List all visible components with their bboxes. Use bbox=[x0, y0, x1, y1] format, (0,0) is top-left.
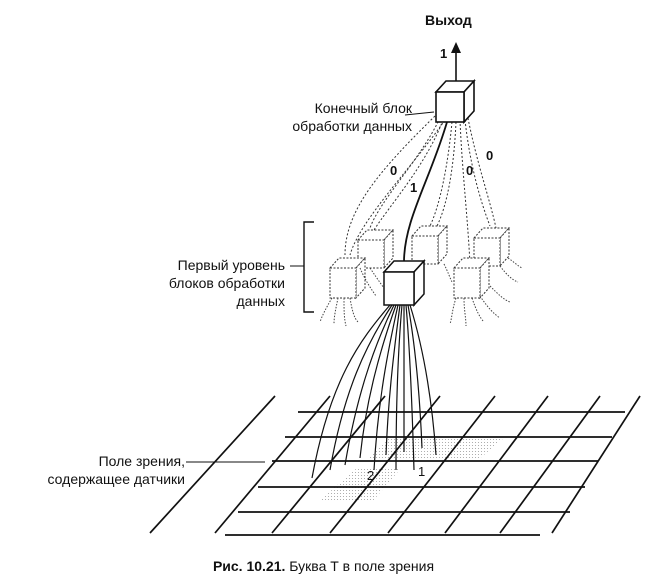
letter-t-shading bbox=[318, 437, 505, 502]
sensor-connections bbox=[311, 304, 437, 479]
visual-field-label-line1: Поле зрения, bbox=[98, 453, 185, 469]
output-arrow bbox=[451, 42, 461, 81]
first-level-block-front-left bbox=[328, 256, 367, 300]
active-connection bbox=[403, 121, 448, 263]
first-level-label-line1: Первый уровень bbox=[177, 257, 285, 273]
first-level-label-line2: блоков обработки bbox=[168, 275, 285, 291]
first-level-bracket bbox=[303, 221, 314, 313]
first-level-label-line3: данных bbox=[236, 293, 285, 309]
final-block-label-line1: Конечный блок bbox=[314, 100, 412, 116]
leader-lines bbox=[186, 111, 435, 463]
connection-label-right-far: 0 bbox=[486, 148, 494, 163]
output-value: 1 bbox=[440, 46, 448, 61]
visual-field-grid bbox=[149, 395, 641, 536]
first-level-block-active bbox=[382, 259, 426, 307]
output-label: Выход bbox=[425, 12, 472, 28]
connection-label-left-far: 0 bbox=[390, 163, 398, 178]
first-level-block-front-right bbox=[452, 256, 491, 300]
caption-number: Рис. 10.21. bbox=[212, 558, 286, 574]
connection-label-right-near: 0 bbox=[466, 163, 474, 178]
inactive-sensor-fibers bbox=[319, 257, 523, 327]
grid-mark-right: 1 bbox=[418, 464, 426, 479]
figure-caption: Рис. 10.21. Буква Т в поле зрения bbox=[0, 558, 647, 574]
connection-label-left-near: 1 bbox=[410, 180, 418, 195]
first-level-block-back-center bbox=[410, 224, 449, 266]
inactive-connections bbox=[344, 115, 497, 266]
grid-mark-left: 2 bbox=[367, 468, 375, 483]
final-block bbox=[434, 78, 476, 125]
caption-text: Буква Т в поле зрения bbox=[289, 558, 435, 574]
final-block-label-line2: обработки данных bbox=[292, 118, 412, 134]
visual-field-label-line2: содержащее датчики bbox=[47, 471, 185, 487]
